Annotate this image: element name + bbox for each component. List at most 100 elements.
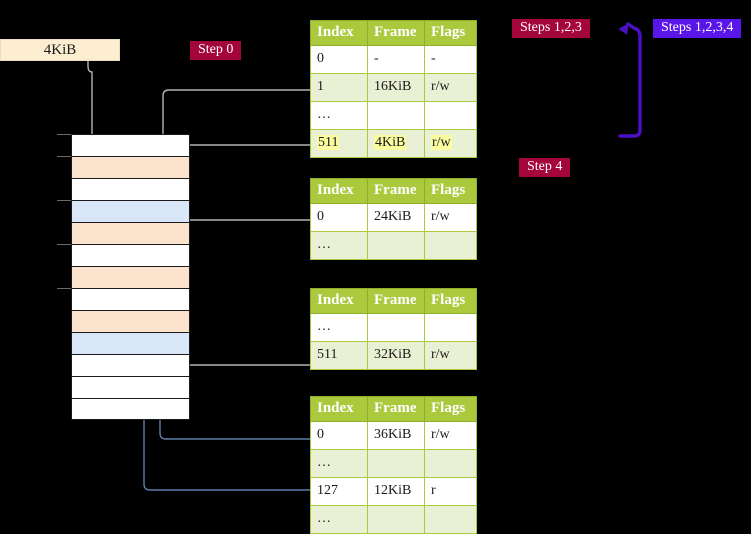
- cell-frame: [367, 449, 425, 478]
- cell-flags: r/w: [424, 129, 477, 158]
- cell-flags: r/w: [424, 73, 477, 102]
- cell-flags: [424, 231, 477, 260]
- physical-memory-column: [57, 134, 190, 420]
- column-header-frame: Frame: [367, 396, 425, 422]
- cell-index: 0: [310, 421, 368, 450]
- cell-index: …: [310, 313, 368, 342]
- cell-index: 1: [310, 73, 368, 102]
- table-row: 511 4KiB r/w: [310, 129, 477, 158]
- table-header-row: Index Frame Flags: [310, 396, 477, 422]
- memory-frame-row: [71, 354, 190, 376]
- memory-row-tick: [57, 288, 71, 289]
- cell-frame: [367, 505, 425, 534]
- table-row: …: [310, 313, 477, 342]
- cell-index: 0: [310, 45, 368, 74]
- table-header-row: Index Frame Flags: [310, 20, 477, 46]
- memory-row-tick: [57, 156, 71, 157]
- column-header-flags: Flags: [424, 396, 477, 422]
- cell-flags: r/w: [424, 341, 477, 370]
- table-header-row: Index Frame Flags: [310, 288, 477, 314]
- wire-t1r0-to-memory: [175, 219, 310, 262]
- cell-index: …: [310, 231, 368, 260]
- highlight-span: r/w: [431, 135, 452, 150]
- table-row: …: [310, 101, 477, 130]
- column-header-index: Index: [310, 178, 368, 204]
- badge-steps-1234: Steps 1,2,3,4: [653, 19, 742, 38]
- size-label-box: 4KiB: [0, 39, 120, 61]
- column-header-flags: Flags: [424, 178, 477, 204]
- cell-flags: [424, 505, 477, 534]
- cell-frame: 24KiB: [367, 203, 425, 232]
- column-header-flags: Flags: [424, 288, 477, 314]
- memory-frame-row: [71, 156, 190, 178]
- memory-frame-row: [71, 134, 190, 156]
- wire-t2r511-to-memory: [169, 312, 310, 366]
- cell-index: 127: [310, 477, 368, 506]
- memory-frame-row: [71, 332, 190, 354]
- table-row: …: [310, 505, 477, 534]
- cell-index: 0: [310, 203, 368, 232]
- memory-frame-row: [71, 310, 190, 332]
- table-row: 0--: [310, 45, 477, 74]
- memory-row-tick: [57, 244, 71, 245]
- wire-t0r511-to-memory: [169, 144, 310, 154]
- cell-frame: [367, 313, 425, 342]
- highlight-span: 511: [317, 135, 340, 150]
- column-header-index: Index: [310, 20, 368, 46]
- cell-flags: [424, 313, 477, 342]
- cell-flags: r/w: [424, 421, 477, 450]
- size-label-text: 4KiB: [43, 41, 77, 58]
- memory-frame-row: [71, 200, 190, 222]
- memory-frame-row: [71, 288, 190, 310]
- table-header-row: Index Frame Flags: [310, 178, 477, 204]
- cell-frame: [367, 101, 425, 130]
- cell-frame: [367, 231, 425, 260]
- highlight-span: 4KiB: [374, 135, 407, 150]
- memory-frame-row: [71, 222, 190, 244]
- cell-frame: 4KiB: [367, 129, 425, 158]
- column-header-frame: Frame: [367, 20, 425, 46]
- cell-flags: -: [424, 45, 477, 74]
- cell-flags: r: [424, 477, 477, 506]
- badge-step-4: Step 4: [519, 158, 571, 177]
- column-header-frame: Frame: [367, 288, 425, 314]
- cell-index: 511: [310, 129, 368, 158]
- cell-index: 511: [310, 341, 368, 370]
- purple-step-arrow: [618, 22, 642, 138]
- cell-index: …: [310, 101, 368, 130]
- cell-flags: r/w: [424, 203, 477, 232]
- column-header-index: Index: [310, 396, 368, 422]
- cell-frame: -: [367, 45, 425, 74]
- cell-frame: 12KiB: [367, 477, 425, 506]
- table-row: …: [310, 449, 477, 478]
- table-row: …: [310, 231, 477, 260]
- cell-frame: 36KiB: [367, 421, 425, 450]
- memory-frame-row: [71, 376, 190, 398]
- memory-row-tick: [57, 200, 71, 201]
- cell-frame: 32KiB: [367, 341, 425, 370]
- badge-steps-123: Steps 1,2,3: [512, 19, 590, 38]
- column-header-frame: Frame: [367, 178, 425, 204]
- memory-row-tick: [57, 134, 71, 135]
- memory-frame-row: [71, 398, 190, 420]
- cell-frame: 16KiB: [367, 73, 425, 102]
- memory-frame-row: [71, 266, 190, 288]
- memory-frame-row: [71, 244, 190, 266]
- column-header-index: Index: [310, 288, 368, 314]
- badge-step-0: Step 0: [190, 41, 242, 60]
- cell-index: …: [310, 505, 368, 534]
- cell-index: …: [310, 449, 368, 478]
- cell-flags: [424, 101, 477, 130]
- cell-flags: [424, 449, 477, 478]
- column-header-flags: Flags: [424, 20, 477, 46]
